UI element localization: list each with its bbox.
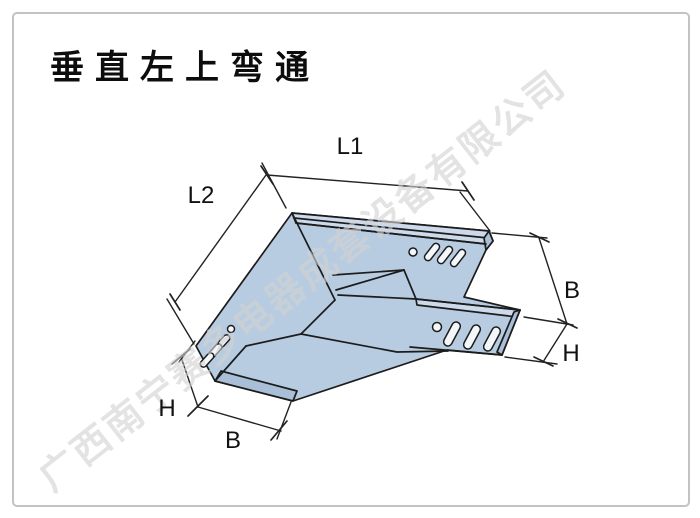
- dimension-lines: [166, 162, 578, 441]
- lower-web-slot: [442, 321, 462, 347]
- dim-label-l1: L1: [336, 133, 364, 160]
- upper-flange-midline: [293, 217, 489, 239]
- b-bl-dimension-line: [197, 406, 282, 432]
- upper-web-hole: [408, 247, 418, 257]
- left-face-slot: [199, 352, 215, 368]
- hb-bl-junction-tick: [187, 395, 209, 417]
- dim-label-h-bottom-left: H: [158, 395, 176, 422]
- tray-body: [195, 212, 521, 402]
- l1-tick: [260, 165, 274, 185]
- b-bl-tick: [270, 420, 288, 441]
- lower-rail-end-band: [496, 309, 521, 356]
- dim-label-l2: L2: [187, 182, 215, 209]
- h-bl-tick: [171, 348, 191, 365]
- b-bl-extension: [276, 401, 292, 440]
- lower-web-slot: [482, 326, 502, 352]
- b-r-tick: [529, 232, 550, 243]
- h-bl-dimension-line: [180, 356, 199, 408]
- lower-web-slot: [462, 324, 482, 350]
- l2-tick: [169, 293, 181, 311]
- h-r-extension-mid: [523, 316, 574, 326]
- upper-web-slot: [449, 248, 467, 268]
- fold-lines: [214, 212, 521, 382]
- upper-web-slot: [423, 242, 441, 262]
- page-title: 垂直左上弯通: [50, 49, 320, 87]
- dim-label-b-right: B: [563, 277, 581, 304]
- holes: [199, 242, 502, 368]
- l1-dimension-line: [266, 174, 469, 192]
- upper-rail-end-cap: [483, 230, 494, 251]
- l1-extension-left: [261, 162, 287, 209]
- h-r-extension-bottom: [504, 356, 558, 365]
- b-r-dimension-line: [538, 237, 568, 325]
- dim-label-h-right: H: [562, 340, 580, 367]
- l2-dimension-line: [174, 174, 267, 303]
- h-r-dimension-line: [542, 323, 568, 363]
- left-face-hole: [226, 324, 236, 334]
- dim-label-b-bottom-left: B: [224, 427, 242, 454]
- left-channel-end-band: [214, 370, 298, 402]
- lower-web-hole: [431, 321, 443, 333]
- upper-web-slot: [436, 245, 454, 265]
- l1-extension-right: [459, 191, 491, 232]
- l2-extension-bottom: [166, 298, 195, 345]
- l1-tick: [461, 181, 475, 201]
